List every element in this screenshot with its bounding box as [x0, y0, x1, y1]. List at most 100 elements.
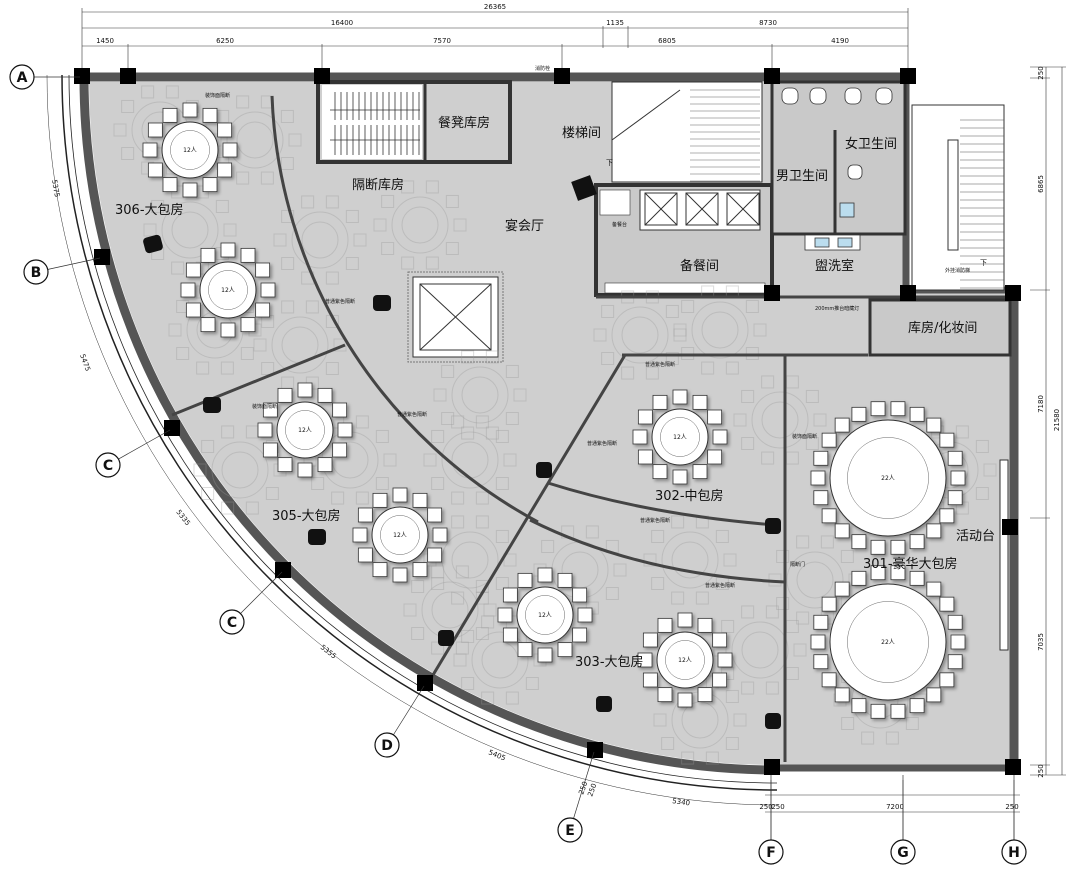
axis-label: D: [381, 738, 393, 754]
chair: [260, 282, 276, 298]
axis-bubble-H: H: [1001, 775, 1027, 865]
dim-right: 250: [1037, 66, 1045, 79]
column: [1005, 285, 1021, 301]
note-deco-partition: 装饰面隔断: [792, 433, 817, 440]
table-capacity: 22人: [881, 639, 895, 646]
chair: [947, 614, 963, 630]
banquet-hall-label: 宴会厅: [505, 218, 544, 234]
dim-right-total: 21580: [1053, 409, 1061, 431]
chair: [392, 487, 408, 503]
table-capacity: 12人: [298, 427, 312, 434]
round-table: 12人: [257, 382, 353, 478]
dim-top: 6805: [658, 37, 676, 45]
chair: [202, 107, 218, 123]
stage-label: 活动台: [956, 529, 995, 544]
partitions: [171, 95, 1010, 762]
dim-top: 7570: [433, 37, 451, 45]
chair: [642, 632, 658, 648]
chair: [200, 317, 216, 333]
column: [94, 249, 110, 265]
note-down: 下: [606, 159, 613, 167]
axis-label: C: [103, 458, 113, 474]
note-partition: 普通紫色隔断: [645, 361, 675, 368]
column: [1002, 519, 1018, 535]
dim-arc: 5355: [319, 643, 338, 660]
round-table: 22人: [810, 401, 966, 555]
room-305-label: 305-大包房: [272, 508, 341, 524]
ghost-table: [643, 515, 737, 605]
chair: [262, 402, 278, 418]
column: [554, 68, 570, 84]
chair: [337, 422, 353, 438]
round-table: 22人: [810, 565, 966, 719]
dim-right: 7035: [1037, 633, 1045, 651]
dim-top: 4190: [831, 37, 849, 45]
chair: [297, 382, 313, 398]
chair: [412, 492, 428, 508]
axis-label: B: [31, 265, 42, 281]
chair: [372, 562, 388, 578]
note-deco-partition: 装饰面隔断: [205, 92, 230, 99]
dim-arc: 5335: [174, 508, 191, 527]
axis-label: C: [227, 615, 237, 631]
stairwell: [611, 81, 763, 183]
column: [587, 742, 603, 758]
chair: [162, 177, 178, 193]
chair: [217, 122, 233, 138]
chair: [947, 490, 963, 506]
chair: [537, 567, 553, 583]
chair: [712, 429, 728, 445]
external-fire-stair: [911, 104, 1005, 291]
table-capacity: 12人: [538, 612, 552, 619]
chair: [870, 539, 886, 555]
chair: [297, 462, 313, 478]
room-301-label: 301-豪华大包房: [863, 556, 958, 572]
note-partition: 普通紫色隔断: [587, 440, 617, 447]
dim-top: 6250: [216, 37, 234, 45]
column: [764, 68, 780, 84]
chair: [427, 507, 443, 523]
chair: [851, 534, 867, 550]
ghost-table: [593, 290, 687, 380]
chair: [162, 107, 178, 123]
chair: [202, 177, 218, 193]
table-capacity: 22人: [881, 475, 895, 482]
chair: [577, 607, 593, 623]
chair: [870, 401, 886, 417]
chair: [277, 457, 293, 473]
chair: [557, 572, 573, 588]
chair: [185, 302, 201, 318]
axis-label: H: [1008, 845, 1020, 861]
washroom-label: 盥洗室: [815, 258, 854, 274]
column: [764, 759, 780, 775]
note-partition: 普通紫色隔断: [325, 298, 355, 305]
axis-bubble-C2: C: [219, 571, 283, 635]
chair: [707, 409, 723, 425]
dim-top: 1135: [606, 19, 624, 27]
table-capacity: 12人: [673, 434, 687, 441]
chair: [950, 634, 966, 650]
chair: [222, 142, 238, 158]
ghost-tables: [113, 85, 997, 765]
ghost-table: [208, 95, 302, 185]
axis-bubble-A: A: [9, 64, 80, 90]
chair: [821, 508, 837, 524]
chair: [142, 142, 158, 158]
dim-top: 1450: [96, 37, 114, 45]
store-dressing-label: 库房/化妆间: [908, 320, 977, 336]
axis-label: A: [17, 70, 28, 86]
dim-arc: 5475: [78, 353, 92, 372]
stool-store: [316, 80, 512, 164]
ghost-table: [423, 415, 517, 505]
chair: [262, 442, 278, 458]
chair: [834, 581, 850, 597]
chair: [317, 387, 333, 403]
table-capacity: 12人: [221, 287, 235, 294]
note-partition: 普通紫色隔断: [640, 517, 670, 524]
void-lift: [407, 271, 504, 363]
dim-top: 16400: [331, 19, 353, 27]
chair: [147, 162, 163, 178]
chair: [517, 572, 533, 588]
chair: [707, 449, 723, 465]
